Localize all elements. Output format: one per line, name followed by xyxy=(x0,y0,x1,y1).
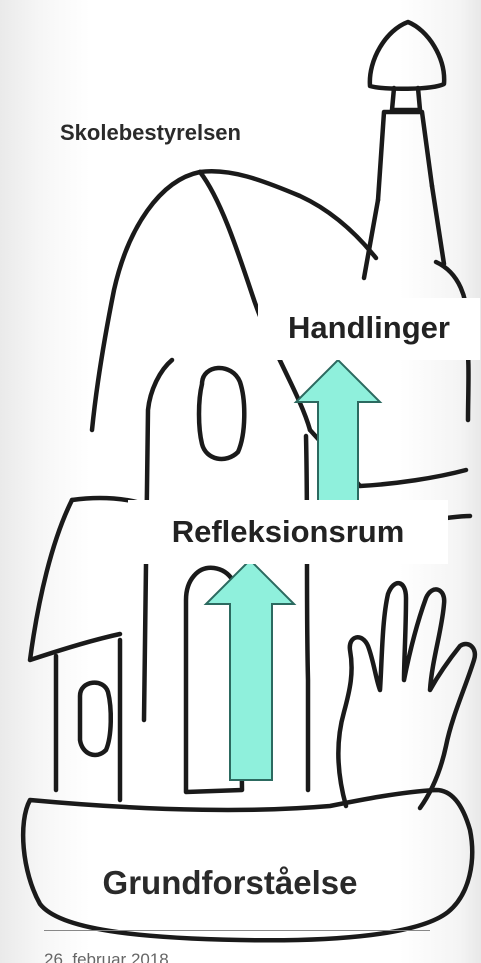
label-grundforstaaelse: Grundforståelse xyxy=(60,866,400,899)
footer-date: 26. februar 2018 xyxy=(44,951,169,963)
label-refleksionsrum: Refleksionsrum xyxy=(128,500,448,564)
label-handlinger: Handlinger xyxy=(258,298,480,360)
footer-divider xyxy=(44,930,430,931)
label-skolebestyrelsen: Skolebestyrelsen xyxy=(60,122,241,144)
